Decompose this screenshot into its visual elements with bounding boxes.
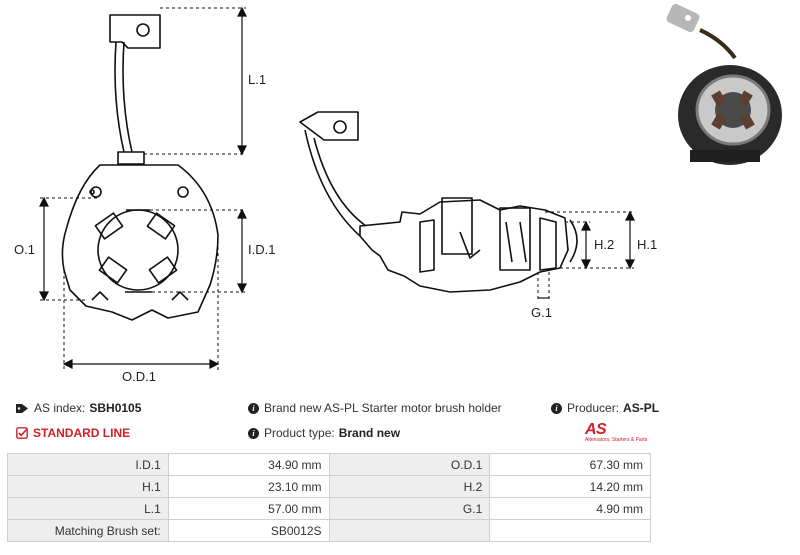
dim-label-h1: H.1 xyxy=(637,237,657,252)
spec-label: Matching Brush set: xyxy=(7,519,169,542)
product-type-label: Product type: xyxy=(264,426,335,440)
spec-value: 67.30 mm xyxy=(489,453,651,476)
dim-label-h2: H.2 xyxy=(594,237,614,252)
as-index-value: SBH0105 xyxy=(89,401,142,415)
standard-line: STANDARD LINE xyxy=(16,426,130,440)
spec-label: G.1 xyxy=(328,497,491,520)
spec-value: 57.00 mm xyxy=(167,497,330,520)
description-text: Brand new AS-PL Starter motor brush hold… xyxy=(264,401,502,415)
as-index-label: AS index: xyxy=(34,401,86,415)
product-type: i Product type: Brand new xyxy=(248,426,400,440)
info-icon: i xyxy=(248,402,259,414)
spec-label xyxy=(328,519,491,542)
product-photo xyxy=(666,3,782,165)
producer-value: AS-PL xyxy=(623,401,660,415)
dim-label-od1: O.D.1 xyxy=(122,369,156,384)
spec-value: 34.90 mm xyxy=(167,453,330,476)
table-row: L.1 57.00 mm G.1 4.90 mm xyxy=(7,497,651,520)
as-index: AS index: SBH0105 xyxy=(16,401,141,415)
spec-value: 23.10 mm xyxy=(167,475,330,498)
dim-label-l1: L.1 xyxy=(248,72,266,87)
spec-label: H.2 xyxy=(328,475,491,498)
spec-value: 14.20 mm xyxy=(489,475,651,498)
spec-label: H.1 xyxy=(7,475,169,498)
table-row: I.D.1 34.90 mm O.D.1 67.30 mm xyxy=(7,453,651,476)
side-terminal-lug xyxy=(299,111,359,141)
tag-icon xyxy=(16,403,28,413)
side-wire xyxy=(304,129,367,237)
spec-value: SB0012S xyxy=(167,519,330,542)
spec-value: 4.90 mm xyxy=(489,497,651,520)
front-terminal-lug xyxy=(109,14,161,49)
spec-label: I.D.1 xyxy=(7,453,169,476)
spec-label: L.1 xyxy=(7,497,169,520)
table-row: Matching Brush set: SB0012S xyxy=(7,519,651,542)
logo-main-text: AS xyxy=(585,421,607,438)
technical-drawing: L.1 O.1 I.D.1 O.D.1 H.2 H.1 G.1 xyxy=(14,3,782,384)
specs-table: I.D.1 34.90 mm O.D.1 67.30 mm H.1 23.10 … xyxy=(7,453,651,542)
producer-label: Producer: xyxy=(567,401,620,415)
table-row: H.1 23.10 mm H.2 14.20 mm xyxy=(7,475,651,498)
as-logo: AS Alternators, Starters & Parts xyxy=(585,421,655,447)
standard-line-text: STANDARD LINE xyxy=(33,426,131,440)
spec-value xyxy=(489,519,651,542)
product-description: i Brand new AS-PL Starter motor brush ho… xyxy=(248,401,502,415)
producer: i Producer: AS-PL xyxy=(551,401,659,415)
dim-label-g1: G.1 xyxy=(531,305,552,320)
front-body-outline xyxy=(61,164,219,321)
checkbox-check-icon xyxy=(16,427,28,439)
spec-label: O.D.1 xyxy=(328,453,491,476)
product-type-value: Brand new xyxy=(338,426,401,440)
dim-label-id1: I.D.1 xyxy=(248,242,275,257)
front-wire xyxy=(114,41,133,153)
dim-label-o1: O.1 xyxy=(14,242,35,257)
info-icon: i xyxy=(551,402,562,414)
side-body-outline xyxy=(359,199,569,293)
logo-sub-text: Alternators, Starters & Parts xyxy=(585,437,648,443)
info-icon: i xyxy=(248,427,259,439)
